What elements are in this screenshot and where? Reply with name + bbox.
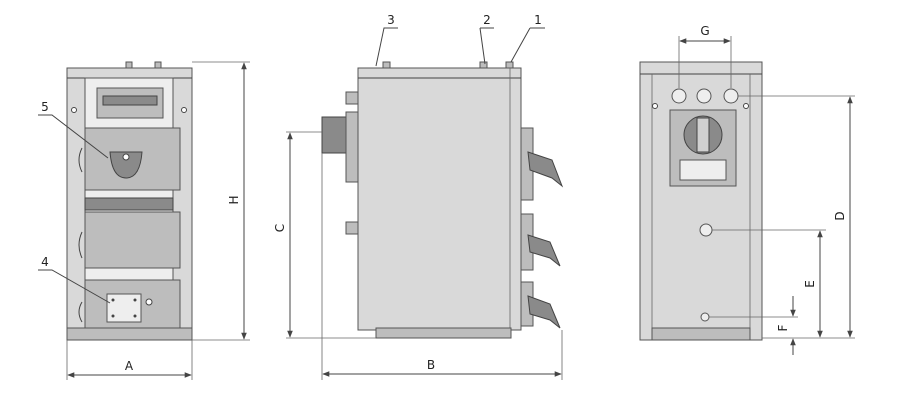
side-view: [321, 61, 564, 339]
inspection-window: [109, 151, 143, 179]
leader-2: [479, 27, 494, 65]
callout-1-label: 1: [534, 13, 542, 27]
dimension-b-label: B: [427, 358, 435, 372]
flue-outlet: [321, 116, 347, 154]
side-lower-connector: [345, 221, 359, 235]
brand-plate: [102, 95, 158, 106]
dimension-h-label: H: [227, 195, 241, 204]
dimension-c-label: C: [273, 224, 287, 232]
flue-collar: [345, 111, 359, 183]
middle-band: [84, 197, 174, 211]
callout-2-label: 2: [483, 13, 491, 27]
side-middle-handle: [527, 234, 561, 267]
front-view: [66, 61, 193, 341]
rear-return-connection: [699, 223, 713, 237]
callout-3-label: 3: [387, 13, 395, 27]
upper-door-handle: [78, 147, 83, 173]
leader-4: [38, 269, 111, 304]
middle-door-handle: [78, 231, 83, 259]
labels: 3 2 1 5 4 A B G H C D E F: [41, 13, 847, 373]
dimension-lines: [66, 36, 855, 380]
side-base: [375, 327, 512, 339]
air-regulator: [106, 293, 142, 323]
callout-5-label: 5: [41, 100, 49, 114]
leader-5: [38, 114, 109, 159]
middle-door: [84, 211, 181, 269]
rear-connection-right: [723, 88, 739, 104]
dimension-d-label: D: [833, 211, 847, 220]
side-housing: [357, 67, 522, 331]
dimension-g-label: G: [700, 24, 709, 38]
side-ash-handle: [527, 295, 561, 329]
leader-lines: [38, 27, 545, 304]
side-upper-handle: [527, 151, 564, 188]
dimension-a-label: A: [125, 359, 134, 373]
ash-door-handle: [78, 301, 83, 323]
leader-1: [510, 27, 545, 63]
rear-base: [651, 327, 751, 341]
rear-connection-left: [671, 88, 687, 104]
rear-housing: [639, 61, 763, 341]
rear-drain-connection: [700, 312, 710, 322]
callout-4-label: 4: [41, 255, 49, 269]
rear-cleanout: [679, 159, 727, 181]
dimension-e-label: E: [803, 280, 817, 288]
rear-view: [639, 61, 763, 341]
side-upper-connector: [345, 91, 359, 105]
front-plinth: [66, 327, 193, 341]
leader-3: [375, 27, 398, 67]
rear-connection-center: [696, 88, 712, 104]
dimension-f-label: F: [776, 324, 790, 331]
